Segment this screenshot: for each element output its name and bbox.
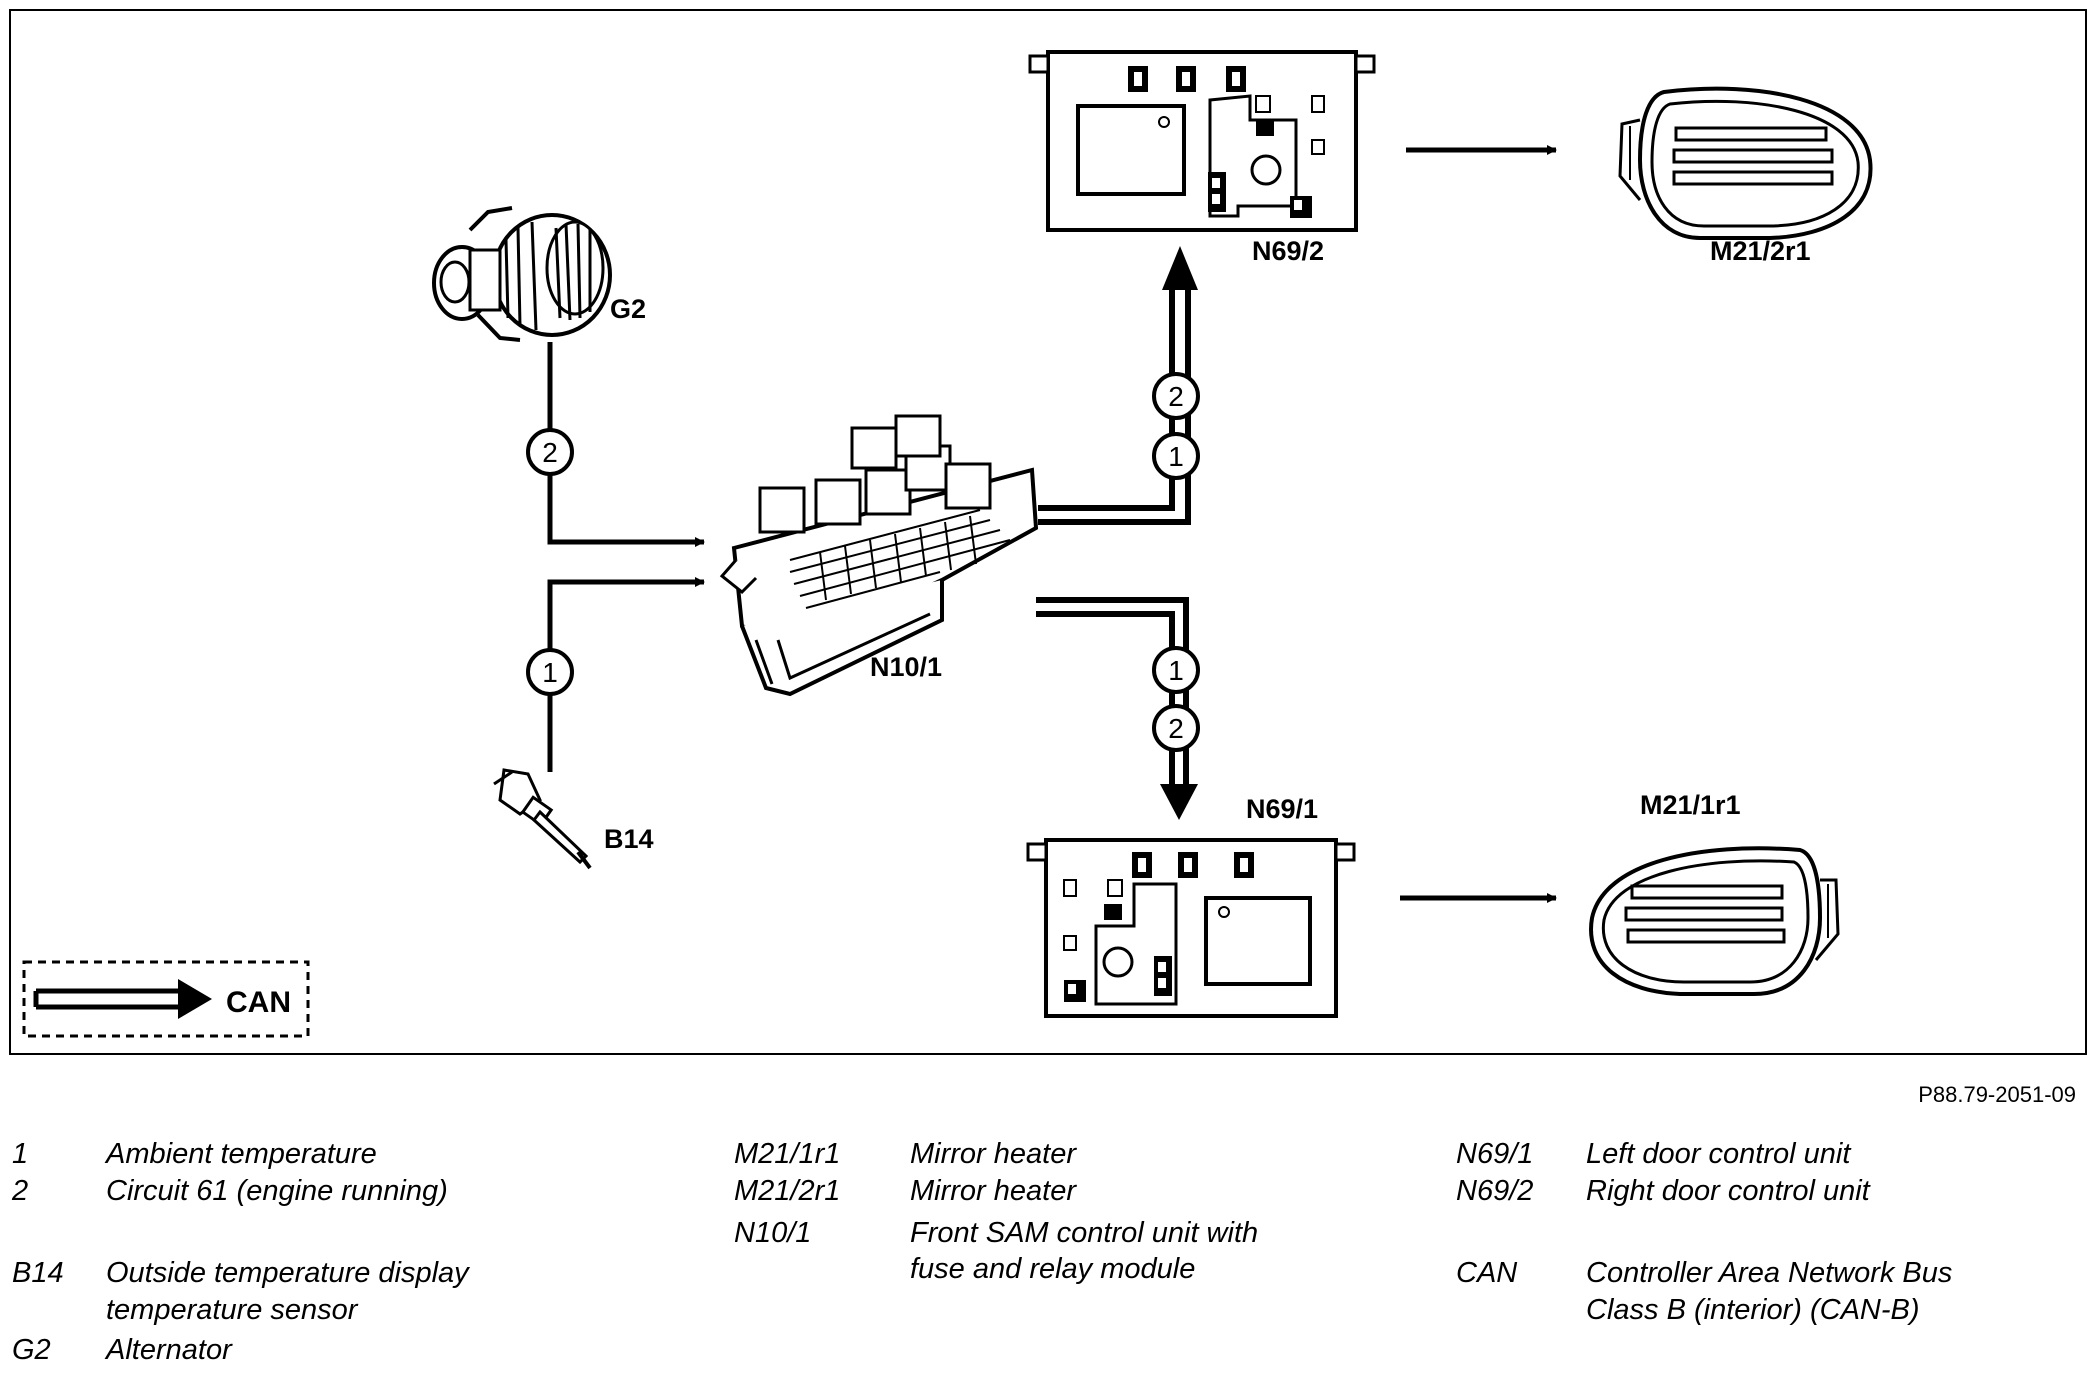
can-line-to-n69-2: [1038, 246, 1198, 525]
svg-text:2: 2: [1168, 713, 1184, 744]
label-n69-2: N69/2: [1252, 236, 1324, 266]
left-door-control-unit-icon: [1026, 838, 1356, 1018]
svg-text:1: 1: [1168, 441, 1184, 472]
left-mirror-heater-icon: [1589, 846, 1840, 996]
legend-code-m21-1r1: M21/1r1: [734, 1138, 841, 1170]
marker-n69-2-signal-1: 1: [1152, 432, 1200, 480]
legend-code-can: CAN: [1456, 1257, 1518, 1289]
svg-text:1: 1: [1168, 655, 1184, 686]
line-g2-to-n10-1: [547, 342, 705, 547]
legend-code-b14: B14: [12, 1257, 64, 1289]
marker-n69-1-signal-1: 1: [1152, 646, 1200, 694]
sam-control-unit-icon: [719, 414, 1039, 697]
temperature-sensor-icon: [493, 768, 592, 870]
legend-desc-n69-2: Right door control unit: [1586, 1175, 1870, 1207]
legend-desc-n10-1: Front SAM control unit with: [910, 1217, 1259, 1249]
label-g2: G2: [610, 294, 646, 324]
label-n10-1: N10/1: [870, 652, 942, 682]
legend-desc-g2: Alternator: [106, 1334, 232, 1366]
svg-text:2: 2: [1168, 381, 1184, 412]
svg-text:2: 2: [542, 437, 558, 468]
can-key-label: CAN: [226, 986, 291, 1019]
legend-desc-m21-1r1: Mirror heater: [910, 1138, 1076, 1170]
wiring-diagram: G2 B14: [9, 9, 2087, 1055]
label-m21-2r1: M21/2r1: [1710, 236, 1811, 266]
legend-desc2-can: Class B (interior) (CAN-B): [1586, 1294, 1920, 1326]
legend-desc-n69-1: Left door control unit: [1586, 1138, 1851, 1170]
legend-desc2-n10-1: fuse and relay module: [910, 1253, 1196, 1285]
legend-desc-2: Circuit 61 (engine running): [106, 1175, 448, 1207]
label-b14: B14: [604, 824, 654, 854]
legend-desc-can: Controller Area Network Bus: [1586, 1257, 1953, 1289]
legend-code-n69-2: N69/2: [1456, 1175, 1534, 1207]
svg-text:1: 1: [542, 657, 558, 688]
label-m21-1r1: M21/1r1: [1640, 790, 1741, 820]
marker-g2-signal: 2: [526, 428, 574, 476]
marker-n69-1-signal-2: 2: [1152, 704, 1200, 752]
marker-b14-signal: 1: [526, 648, 574, 696]
legend-desc-b14: Outside temperature display: [106, 1257, 469, 1289]
legend-desc-m21-2r1: Mirror heater: [910, 1175, 1076, 1207]
legend-code-2: 2: [12, 1175, 29, 1207]
figure-reference: P88.79-2051-09: [1918, 1082, 2076, 1107]
right-door-control-unit-icon: [1028, 50, 1376, 232]
line-b14-to-n10-1: [547, 577, 705, 772]
right-mirror-heater-icon: [1618, 86, 1873, 240]
legend-desc-1: Ambient temperature: [106, 1138, 377, 1170]
legend-code-g2: G2: [12, 1334, 51, 1366]
alternator-icon: [432, 206, 612, 342]
marker-n69-2-signal-2: 2: [1152, 372, 1200, 420]
legend-code-n10-1: N10/1: [734, 1217, 812, 1249]
legend-code-m21-2r1: M21/2r1: [734, 1175, 841, 1207]
legend-code-1: 1: [12, 1138, 29, 1170]
can-key-box: CAN: [22, 960, 310, 1038]
legend-code-n69-1: N69/1: [1456, 1138, 1534, 1170]
legend-desc2-b14: temperature sensor: [106, 1294, 358, 1326]
label-n69-1: N69/1: [1246, 794, 1318, 824]
